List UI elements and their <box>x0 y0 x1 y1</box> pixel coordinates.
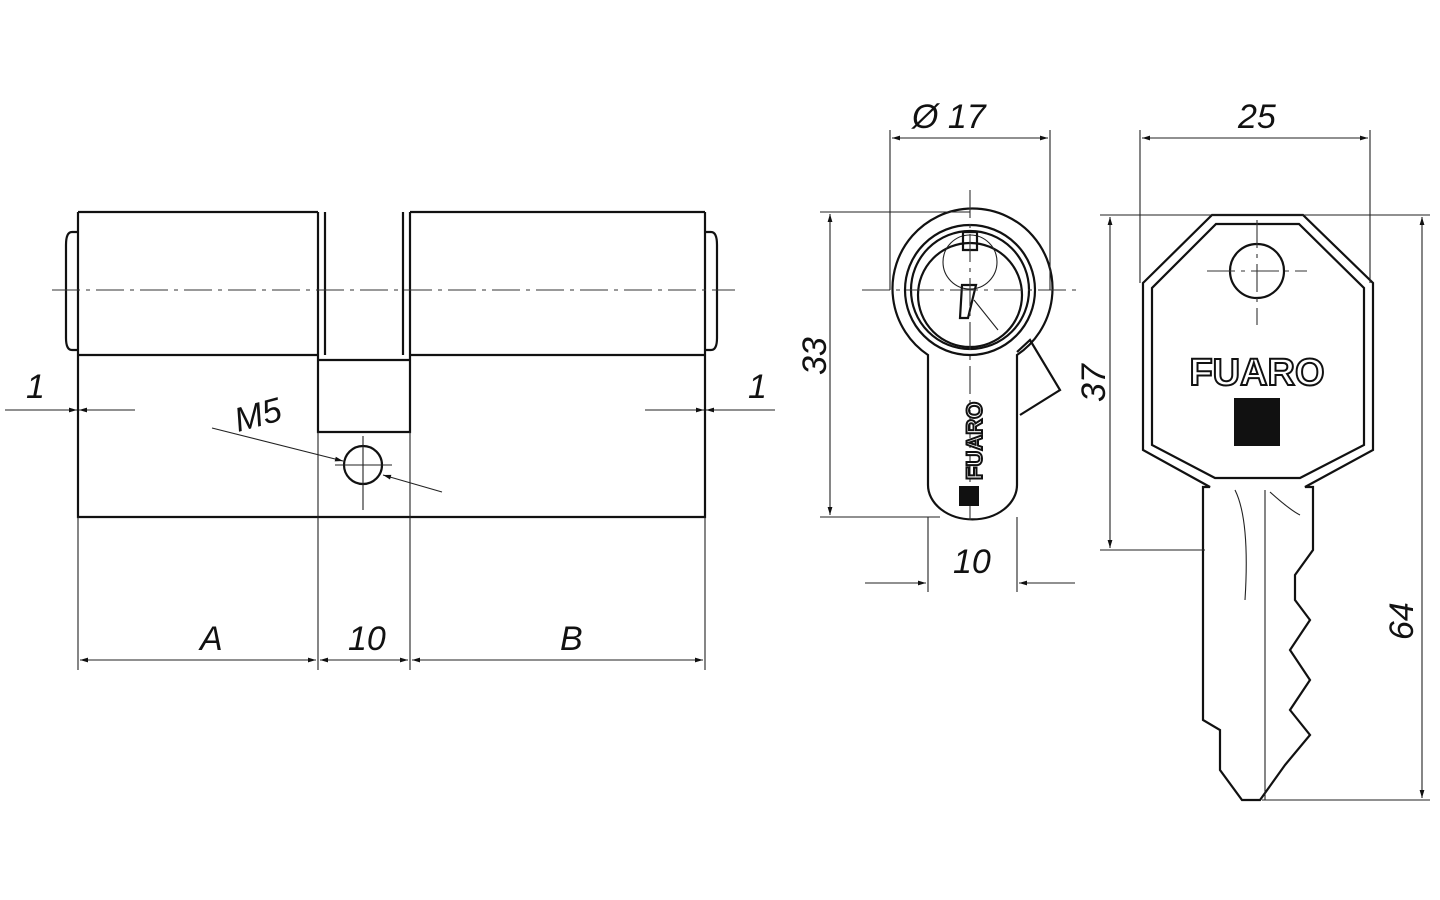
dim-a-label: A <box>198 620 223 658</box>
dim-b-label: B <box>560 620 583 658</box>
dim-center-label: 10 <box>348 620 386 658</box>
key-width-label: 25 <box>1237 98 1276 136</box>
key-brand-logo: FUARO <box>1189 352 1324 394</box>
key-head-height-label: 37 <box>1075 363 1113 402</box>
key-view: FUARO 25 37 64 <box>1075 98 1430 802</box>
dim-right-offset-label: 1 <box>748 368 767 406</box>
key-logo-mark <box>1234 398 1280 446</box>
diameter-label: Ø 17 <box>911 98 987 136</box>
dim-left-offset-label: 1 <box>26 368 45 406</box>
cylinder-front-view: Ø 17 33 10 FUARO <box>796 98 1080 592</box>
stem-width-label: 10 <box>953 543 991 581</box>
front-brand-logo: FUARO <box>962 402 987 480</box>
cylinder-side-view: A 10 B 1 1 M5 <box>5 210 775 670</box>
screw-thread-label: M5 <box>230 391 286 440</box>
key-length-label: 64 <box>1383 602 1421 640</box>
front-logo-mark <box>959 486 979 506</box>
height-label: 33 <box>796 337 834 375</box>
